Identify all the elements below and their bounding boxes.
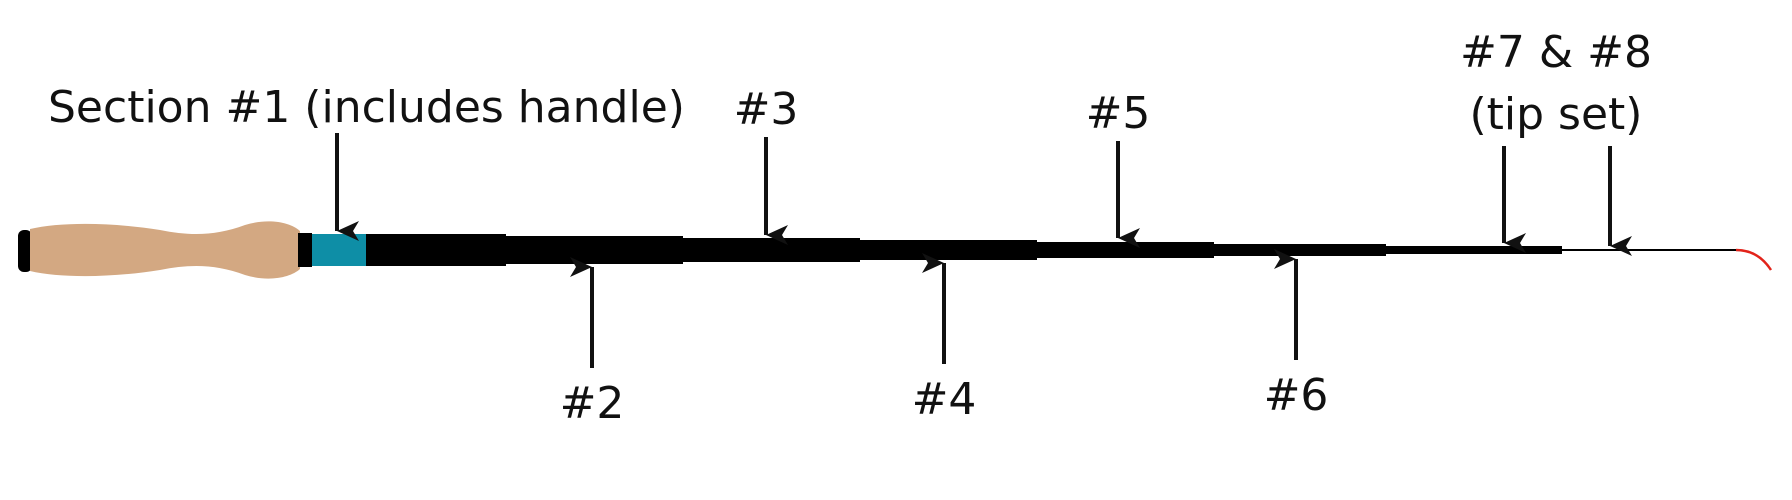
- handle-ferrule: [298, 233, 312, 267]
- rod-tip-end: [1735, 248, 1773, 271]
- handle-butt-cap: [18, 230, 32, 272]
- blue-winding: [312, 234, 366, 266]
- rod-section-6: [1214, 244, 1386, 256]
- label-section-1: Section #1 (includes handle): [48, 82, 685, 133]
- rod-section-1: [366, 234, 506, 266]
- rod-section-4: [860, 240, 1037, 260]
- rod-section-2: [506, 236, 683, 264]
- label-section-5: #5: [1086, 88, 1151, 139]
- rod-section-7: [1386, 246, 1562, 254]
- rod-section-5: [1037, 242, 1214, 258]
- label-section-6: #6: [1264, 370, 1329, 421]
- label-section-3: #3: [734, 84, 799, 135]
- label-tip-set-line-2: (tip set): [1470, 89, 1643, 140]
- fishing-rod: [18, 221, 1773, 279]
- label-section-4: #4: [912, 374, 977, 425]
- cork-handle: [30, 221, 300, 279]
- label-tip-set-line-1: #7 & #8: [1460, 27, 1652, 78]
- label-section-2: #2: [560, 378, 625, 429]
- rod-section-3: [683, 238, 860, 262]
